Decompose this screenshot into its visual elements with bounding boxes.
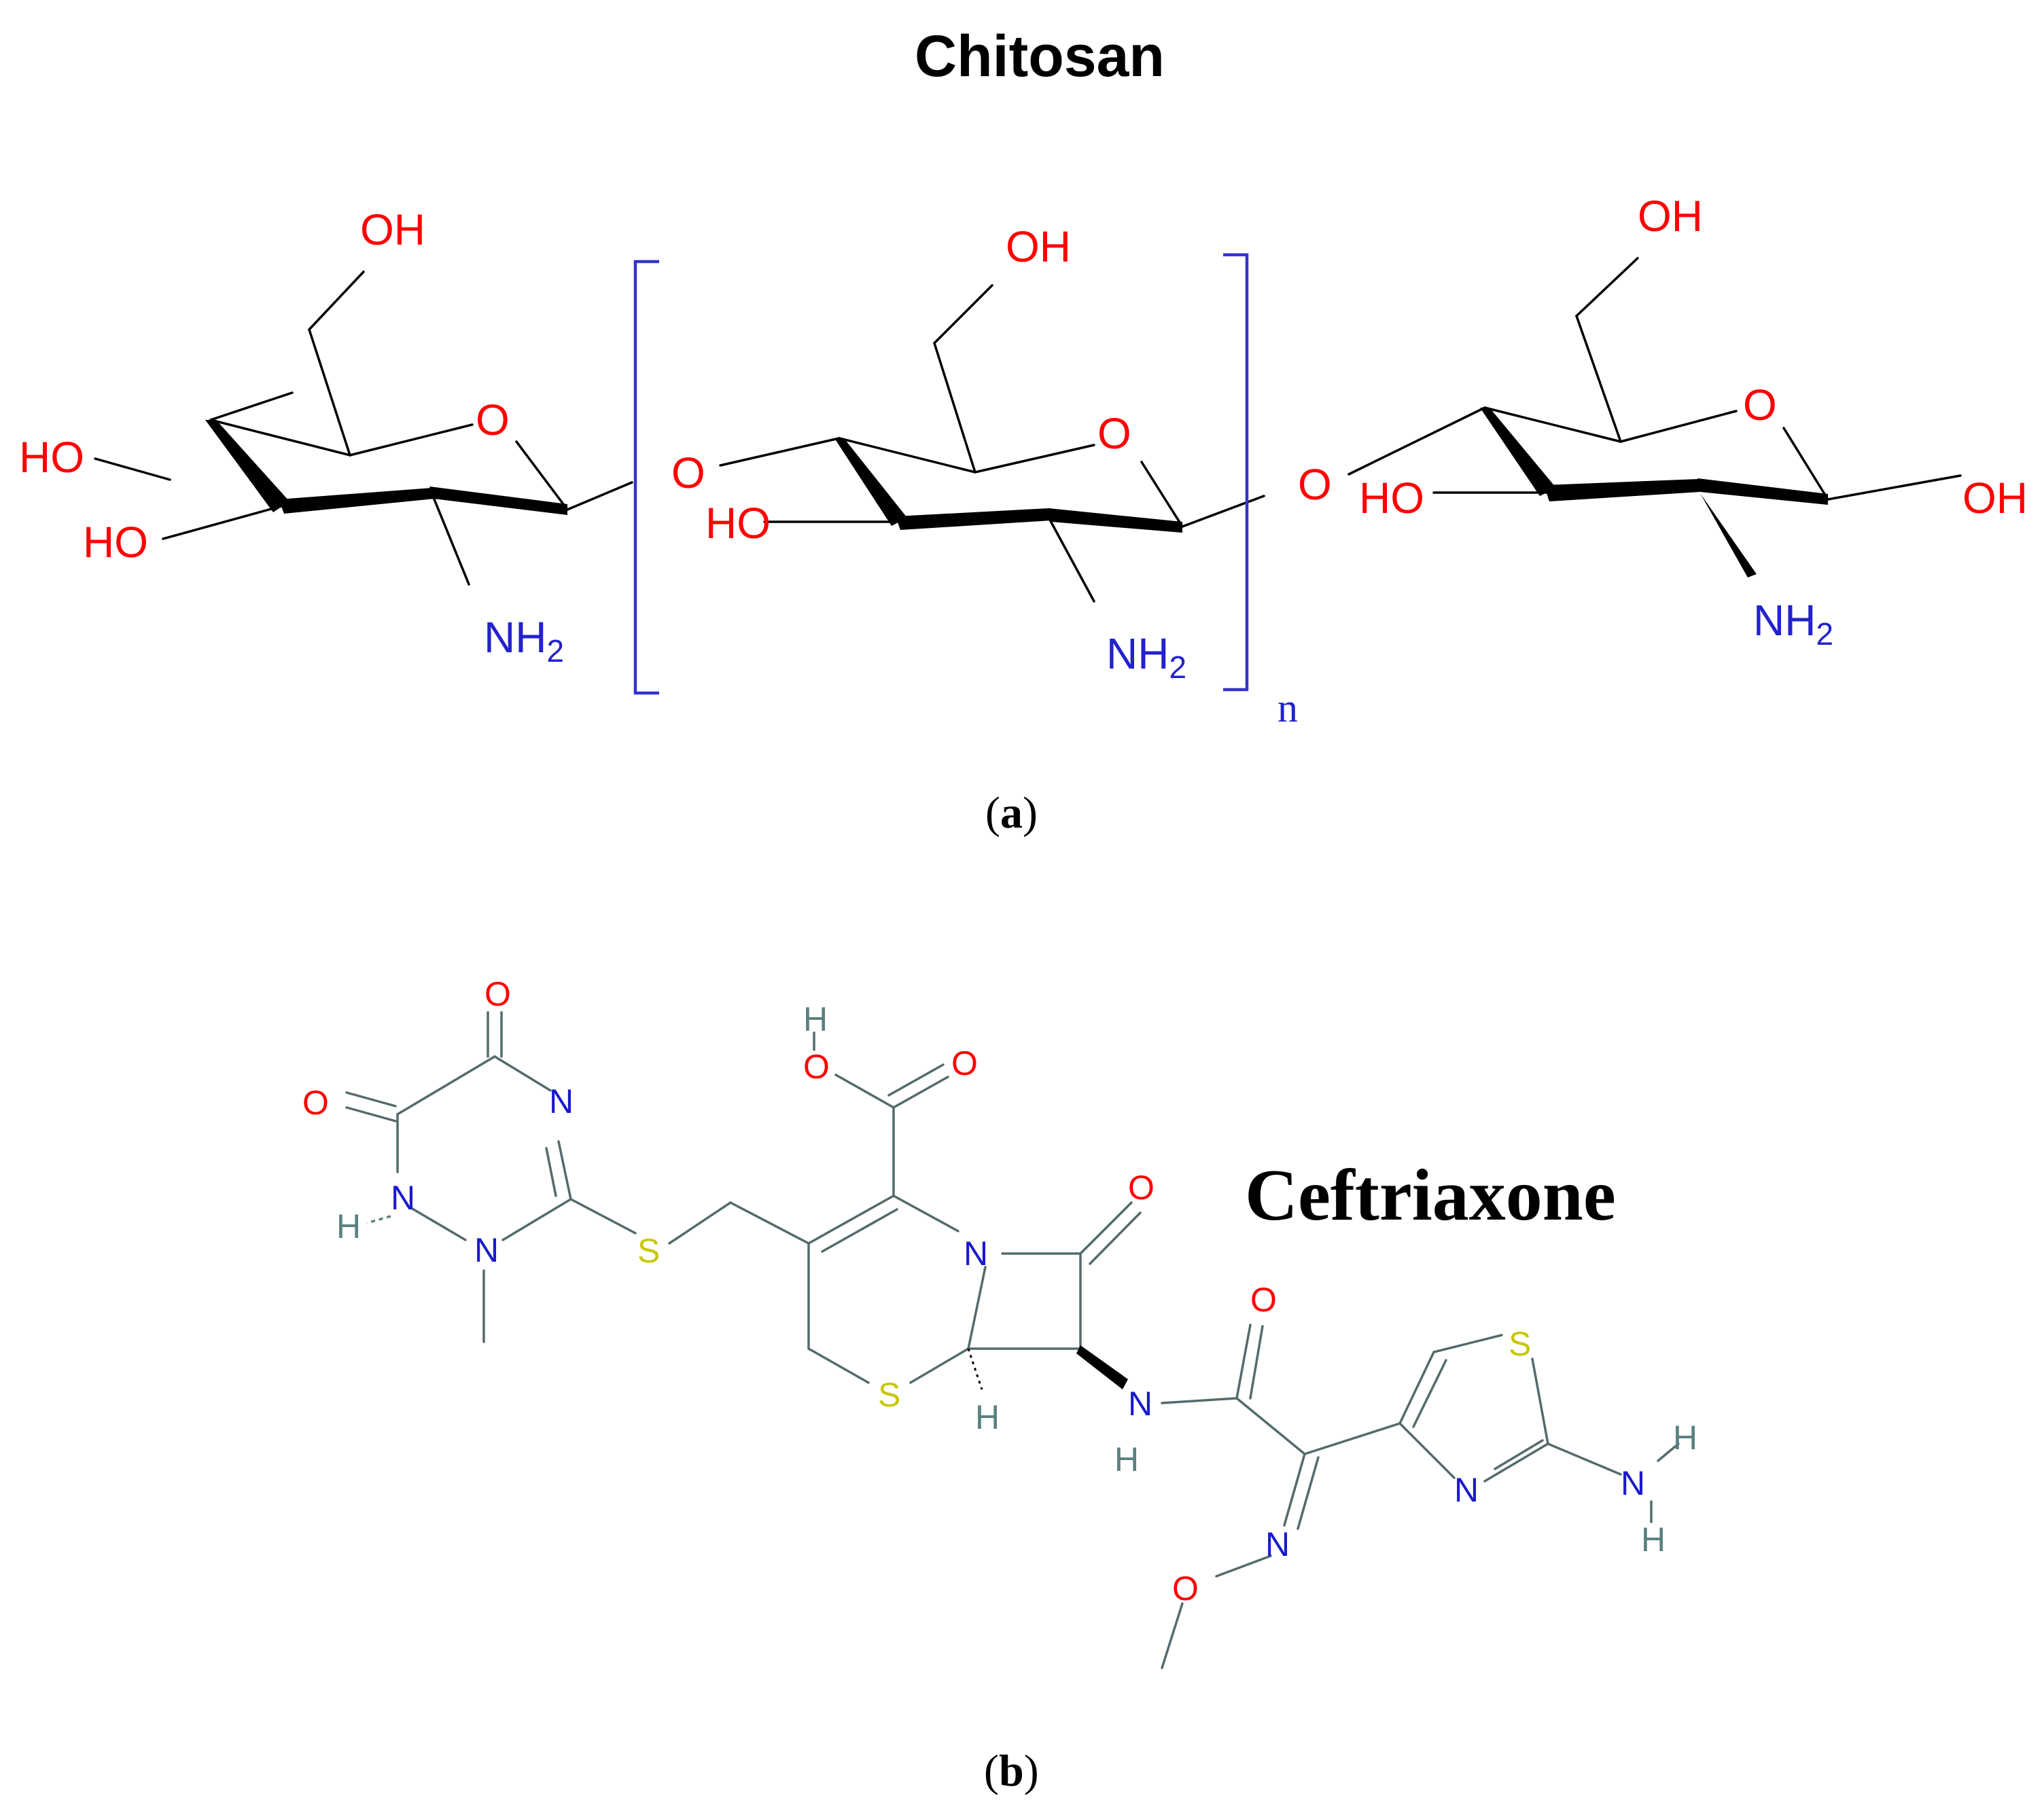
atom-label-n: N [549,1082,574,1120]
atom-label-ring-o: O [476,395,510,444]
caption-a: (a) [985,788,1038,838]
atom-label-nh2: NH2 [484,613,564,669]
atom-label-h: H [336,1207,361,1245]
chitosan-left-ring [94,270,633,586]
atom-label-oh: OH [360,205,425,254]
atom-label-n: N [474,1231,499,1269]
atom-label-h: H [1641,1521,1666,1559]
atom-label-glycosidic-o: O [1298,460,1332,509]
atom-label-h: H [975,1398,1000,1436]
atom-label-oh: OH [1638,192,1703,241]
atom-label-s: S [1509,1325,1531,1363]
ceftriaxone-title: Ceftriaxone [1245,1155,1616,1236]
atom-label-n: N [1265,1525,1290,1563]
wedge-bond [1076,1345,1128,1389]
atom-label-glycosidic-o: O [671,448,705,497]
aminothiazole-side-chain [1161,1324,1680,1669]
ceftriaxone-structure: Ceftriaxone [302,975,1697,1796]
atom-label-n: N [391,1179,415,1217]
repeat-bracket-right [1223,253,1249,692]
chitosan-atom-labels: OH O HO HO NH2 O OH O HO NH2 O OH O HO O… [19,192,2028,685]
atom-label-o: O [951,1044,978,1082]
atom-label-h: H [1673,1419,1697,1457]
ceftriaxone-atom-labels: O O N N H N S H O O N O S H N H O N O S … [302,975,1697,1608]
chitosan-middle-ring [719,284,1265,603]
atom-label-o: O [803,1048,830,1086]
hash-bond [967,1348,983,1390]
atom-label-n: N [964,1235,988,1273]
atom-label-s: S [637,1232,660,1270]
atom-label-ring-o: O [1097,409,1131,458]
cephem-core [668,1031,1142,1390]
atom-label-s: S [878,1376,900,1414]
atom-label-o: O [484,975,511,1013]
triazine-ring [345,1011,637,1343]
atom-label-n: N [1621,1464,1645,1502]
atom-label-n: N [1454,1471,1479,1509]
atom-label-nh2: NH2 [1753,596,1833,652]
repeat-bracket-left [633,260,659,695]
caption-b: (b) [984,1746,1039,1796]
atom-label-oh: OH [1962,474,2028,522]
atom-label-n: N [1128,1385,1152,1423]
atom-label-ho: HO [19,433,84,482]
atom-label-h: H [803,1000,828,1038]
repeat-count-label: n [1278,686,1298,730]
atom-label-o: O [302,1084,329,1122]
atom-label-ho: HO [705,499,771,548]
atom-label-h: H [1114,1440,1139,1478]
atom-label-ho: HO [83,518,148,567]
atom-label-nh2: NH2 [1106,629,1186,685]
atom-label-ho: HO [1359,474,1424,522]
atom-label-oh: OH [1006,222,1071,271]
chitosan-structure: Chitosan [19,24,2028,838]
chitosan-right-ring [1347,257,1962,578]
atom-label-o: O [1172,1569,1199,1608]
nh-dash-bond [366,1215,391,1224]
atom-label-o: O [1128,1169,1155,1207]
atom-label-o: O [1250,1281,1277,1319]
chitosan-title: Chitosan [915,24,1165,89]
atom-label-ring-o: O [1743,380,1777,429]
